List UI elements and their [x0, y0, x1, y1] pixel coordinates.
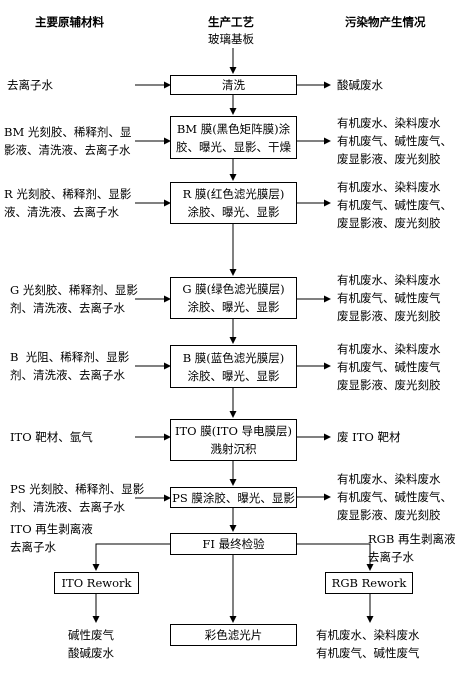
process-box-wash: 清洗	[170, 75, 297, 95]
process-box-bm: BM 膜(黑色矩阵膜)涂 胶、曝光、显影、干燥	[170, 116, 297, 159]
input-label-fi-right: RGB 再生剥离液 去离子水	[368, 532, 456, 564]
output-label-bm: 有机废水、染料废水 有机废气、碱性废气、 废显影液、废光刻胶	[337, 116, 452, 166]
output-label-wash: 酸碱废水	[337, 78, 383, 92]
start-label: 玻璃基板	[208, 32, 254, 46]
input-label-g: G 光刻胶、稀释剂、显影 剂、清洗液、去离子水	[10, 283, 138, 315]
process-box-fi: FI 最终检验	[170, 533, 297, 555]
arrow-fi-to-ito-rework	[92, 543, 170, 571]
input-label-ito: ITO 靶材、氩气	[10, 430, 93, 444]
output-label-b: 有机废水、染料废水 有机废气、碱性废气 废显影液、废光刻胶	[337, 342, 441, 392]
arrow-fi-to-rgb-rework	[297, 543, 374, 571]
process-box-ito-rework: ITO Rework	[54, 572, 139, 594]
header-process: 生产工艺	[208, 15, 254, 29]
output-label-g: 有机废水、染料废水 有机废气、碱性废气 废显影液、废光刻胶	[337, 273, 441, 323]
process-box-r: R 膜(红色滤光膜层) 涂胶、曝光、显影	[170, 182, 297, 224]
output-label-r: 有机废水、染料废水 有机废气、碱性废气、 废显影液、废光刻胶	[337, 180, 452, 230]
input-label-bm: BM 光刻胶、稀释剂、显 影液、清洗液、去离子水	[4, 125, 132, 157]
header-materials: 主要原辅材料	[35, 15, 104, 29]
output-label-ito: 废 ITO 靶材	[337, 430, 401, 444]
output-label-rgb-rework: 有机废水、染料废水 有机废气、碱性废气	[316, 628, 420, 660]
input-label-fi-left: ITO 再生剥离液 去离子水	[10, 522, 93, 554]
process-box-final: 彩色滤光片	[170, 624, 297, 646]
input-label-wash: 去离子水	[7, 78, 53, 92]
input-label-ps: PS 光刻胶、稀释剂、显影 剂、清洗液、去离子水	[10, 482, 145, 514]
process-box-b: B 膜(蓝色滤光膜层) 涂胶、曝光、显影	[170, 345, 297, 388]
output-label-ps: 有机废水、染料废水 有机废气、碱性废气、 废显影液、废光刻胶	[337, 472, 452, 522]
header-pollutants: 污染物产生情况	[345, 15, 426, 29]
process-box-g: G 膜(绿色滤光膜层) 涂胶、曝光、显影	[170, 277, 297, 319]
input-label-r: R 光刻胶、稀释剂、显影 液、清洗液、去离子水	[4, 187, 132, 219]
process-box-rgb-rework: RGB Rework	[325, 572, 413, 594]
process-box-ps: PS 膜涂胶、曝光、显影	[170, 487, 297, 508]
process-box-ito: ITO 膜(ITO 导电膜层) 溅射沉积	[170, 419, 297, 461]
output-label-ito-rework: 碱性废气 酸碱废水	[68, 628, 114, 660]
input-label-b: B 光阻、稀释剂、显影 剂、清洗液、去离子水	[10, 350, 130, 382]
